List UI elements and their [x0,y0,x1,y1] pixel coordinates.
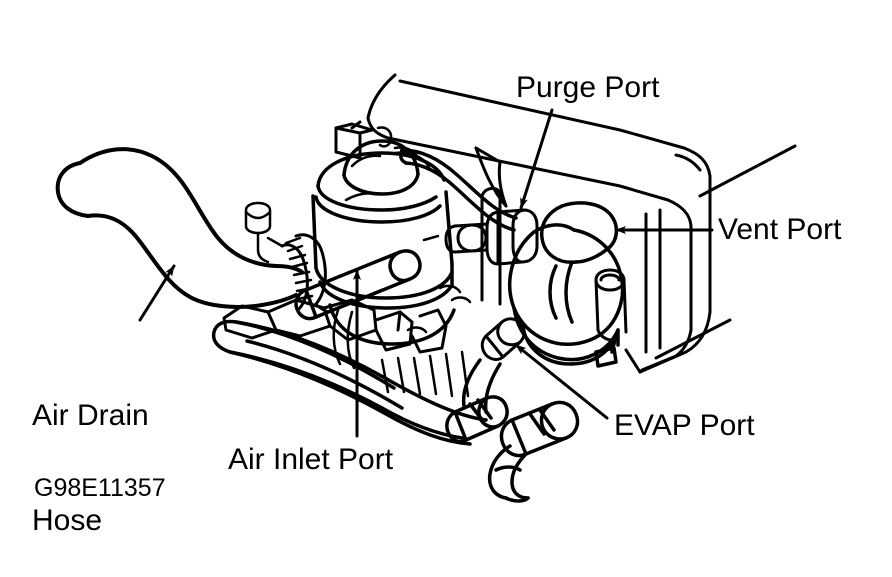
hose-clamp [280,233,334,314]
callout-label-air-drain-hose-line2: Hose [32,504,103,537]
leader-air-drain-hose [138,264,176,322]
base-ribs [380,350,470,398]
quick-connect-lower [487,400,580,503]
mount-bracket [334,122,374,160]
vent-drop-hose [461,358,502,414]
airbox-housing [350,73,797,374]
under-bracket [222,298,448,354]
evap-port-stub [480,317,526,361]
port-tubes [444,186,539,306]
figure-id-caption: G98E11357 [34,474,166,502]
vent-body [508,201,625,368]
quick-connect-upper [445,395,509,444]
standing-pipe [594,268,628,342]
callout-label-air-drain-hose-line1: Air Drain [32,399,149,432]
clamp-bolt [244,201,284,264]
callout-label-vent-port: Vent Port [718,213,842,246]
callout-label-air-drain-hose: Air Drain Hose [32,328,149,577]
air-inlet-tube [294,249,422,321]
callout-label-purge-port: Purge Port [516,71,660,104]
side-fins [332,308,356,370]
misc-detail [344,192,472,334]
air-drain-hose [55,147,304,309]
leader-evap-port [514,343,609,420]
housing-arrow-mark [474,146,508,208]
leader-purge-port [519,108,554,210]
callout-label-air-inlet-port: Air Inlet Port [228,443,394,476]
callout-label-evap-port: EVAP Port [614,409,755,442]
